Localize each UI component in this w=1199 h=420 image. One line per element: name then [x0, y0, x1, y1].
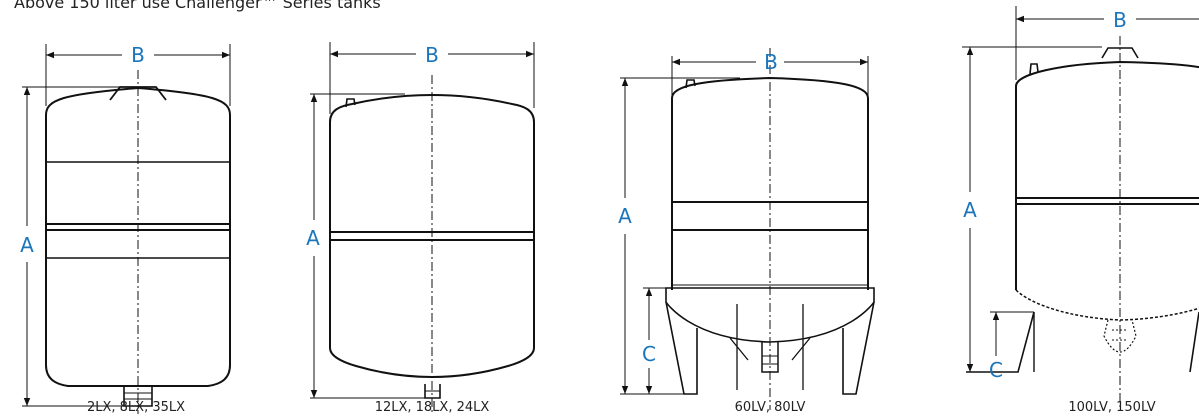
- tank-1-caption: 2LX, 8LX, 35LX: [86, 400, 186, 415]
- tank-2-caption: 12LX, 18LX, 24LX: [374, 400, 490, 415]
- tank-12lx-18lx-24lx: [310, 42, 535, 412]
- tank-2-valve: [345, 98, 356, 108]
- tank-4-body: [1015, 60, 1199, 87]
- tank-4-fitting: [1103, 319, 1137, 353]
- tank-2lx-8lx-35lx: [22, 44, 231, 414]
- tank-3-dim-b-label: B: [764, 50, 778, 74]
- tank-4-dim-b-label: B: [1113, 8, 1127, 32]
- tank-3-right-leg: [842, 301, 875, 395]
- tank-60lv-80lv: [620, 48, 875, 410]
- tank-1-dim-a-label: A: [20, 233, 34, 257]
- tank-3-left-leg: [665, 301, 698, 395]
- tank-4-dim-c-label: C: [989, 358, 1003, 382]
- tank-4-caption: 100LV, 150LV: [1068, 400, 1156, 415]
- tank-4-right-leg: [1189, 311, 1199, 373]
- tank-3-caption: 60LV, 80LV: [734, 400, 806, 415]
- tank-1-dim-b-label: B: [131, 43, 145, 67]
- tank-3-dim-c-label: C: [642, 342, 656, 366]
- tank-3-dim-a-label: A: [618, 204, 632, 228]
- tank-4-dim-a-label: A: [963, 198, 977, 222]
- tank-3-valve: [685, 79, 696, 89]
- tank-4-valve: [1029, 63, 1039, 75]
- tank-100lv-150lv: [962, 6, 1199, 410]
- tank-2-dim-b-label: B: [425, 43, 439, 67]
- tank-2-dim-a-label: A: [306, 226, 320, 250]
- tank-2-body: [329, 94, 535, 378]
- tank-4-left-leg: [966, 311, 1035, 373]
- capacity-note: Above 150 liter use Challenger™ Series t…: [14, 0, 381, 12]
- tank-1-body: [45, 86, 231, 387]
